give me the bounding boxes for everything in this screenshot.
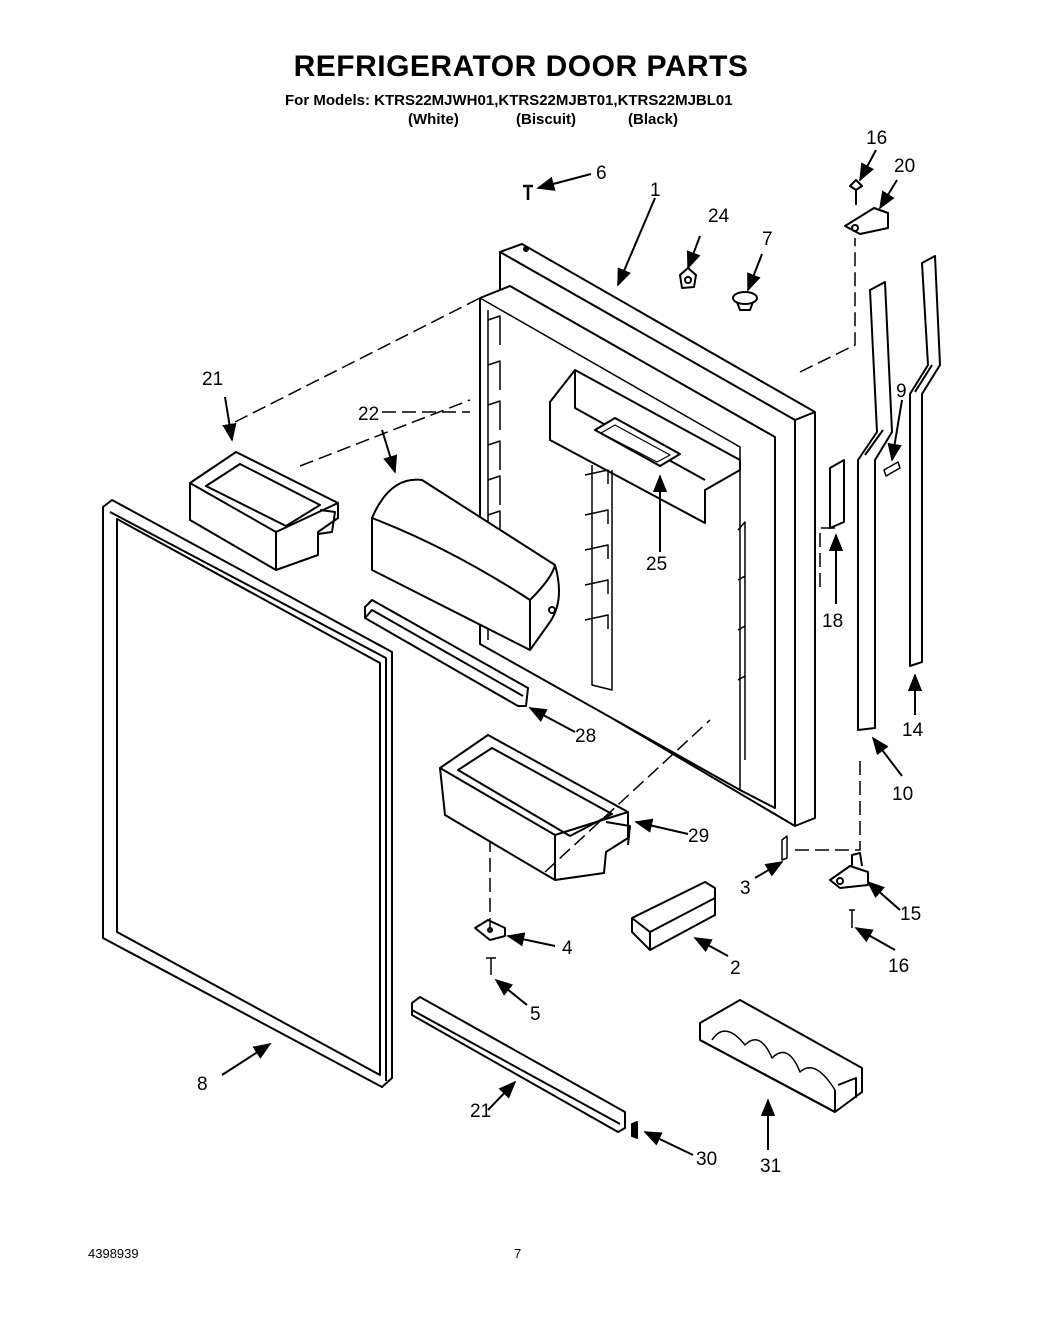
callout-16-top: 16 [866,128,887,149]
callout-25: 25 [646,554,667,575]
variant-black: (Black) [628,111,679,128]
part-24-clip [679,267,697,289]
callout-labels: 6 1 24 7 16 20 9 21 22 25 18 14 10 28 29… [197,128,924,1177]
part-20-upper-bin [189,451,339,571]
part-15-bottom-hinge [829,852,869,889]
callout-7: 7 [762,229,773,250]
part-28-rail [364,599,529,707]
callout-21: 21 [470,1101,491,1122]
leader-arrows [221,149,923,1156]
callout-1: 1 [650,180,661,201]
callout-28: 28 [575,726,596,747]
callout-10: 10 [892,784,913,805]
callout-2: 2 [730,958,741,979]
callout-6: 6 [596,163,607,184]
callout-29: 29 [688,826,709,847]
screw-parts [486,179,901,975]
callout-15: 15 [900,904,921,925]
callout-16-bottom: 16 [888,956,909,977]
callout-4: 4 [562,938,573,959]
color-variants: (White) (Biscuit) (Black) [0,111,1042,131]
part-22-dairy-cover [371,478,560,651]
page-title: REFRIGERATOR DOOR PARTS [293,50,749,83]
callout-3: 3 [740,878,751,899]
callout-19: 20 [894,156,915,177]
callout-22: 22 [358,404,379,425]
part-31-egg-tray [699,999,863,1113]
models-line: For Models: KTRS22MJWH01,KTRS22MJBT01,KT… [285,92,733,109]
callout-20: 21 [202,369,223,390]
doc-number: 4398939 [88,1246,139,1261]
part-21-trim-strip [411,996,626,1133]
part-1-door-panel [479,243,816,827]
part-30-clip [631,1121,638,1139]
callout-5: 5 [530,1004,541,1025]
assembly-lines [234,238,861,932]
callout-31: 31 [760,1156,781,1177]
part-18-spacer [829,459,845,529]
page-number: 7 [514,1246,522,1261]
callout-18: 18 [822,611,843,632]
part-19-top-hinge [844,207,889,235]
callout-14: 14 [902,720,924,741]
callout-9: 9 [896,381,907,402]
part-14-handle-trim [909,255,941,667]
callout-30: 30 [696,1149,717,1170]
callout-24: 24 [708,206,730,227]
variant-biscuit: (Biscuit) [516,111,576,128]
part-10-handle [857,281,893,731]
part-2-handle-cap [631,881,716,951]
variant-white: (White) [408,111,459,128]
part-8-gasket [102,499,393,1088]
callout-8: 8 [197,1074,208,1095]
part-7-plug [732,291,758,311]
part-29-lower-bin [439,734,631,881]
